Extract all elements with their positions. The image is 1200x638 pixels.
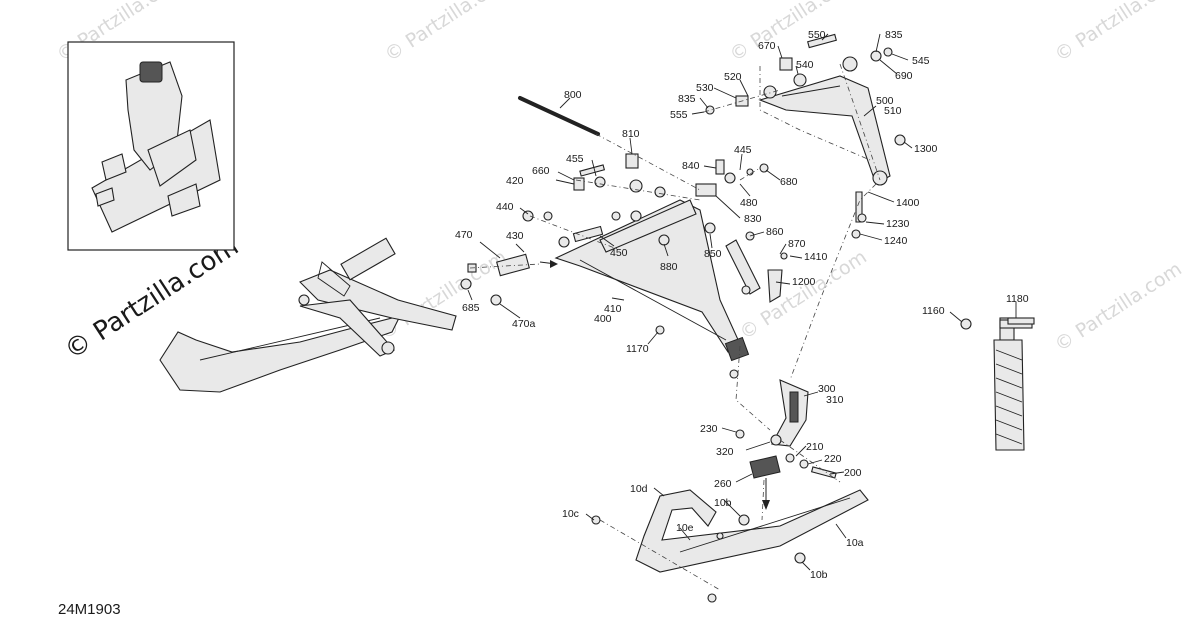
- callout-10d: 10d: [630, 483, 648, 495]
- callout-10b: 10b: [810, 569, 828, 581]
- watermark: © Partzilla.com: [376, 246, 511, 344]
- callout-445: 445: [734, 144, 752, 156]
- watermark: © Partzilla.com: [1051, 258, 1186, 356]
- inset-engine-view: [67, 41, 235, 251]
- watermark: © Partzilla.com: [726, 0, 861, 66]
- leader-lines: [467, 33, 1017, 571]
- callout-1170: 1170: [626, 343, 649, 355]
- callout-550: 550: [808, 29, 826, 41]
- callout-690: 690: [895, 70, 913, 82]
- callout-670: 670: [758, 40, 776, 52]
- spindle: [771, 379, 809, 447]
- callout-220: 220: [824, 453, 842, 465]
- watermark: © Partzilla.com: [381, 0, 516, 66]
- callout-530: 530: [696, 82, 714, 94]
- callout-450: 450: [610, 247, 628, 259]
- callout-320: 320: [716, 446, 734, 458]
- callout-500: 500: [876, 95, 894, 107]
- callout-810: 810: [622, 128, 640, 140]
- callout-10a: 10a: [846, 537, 864, 549]
- callout-850: 850: [704, 248, 722, 260]
- callout-510: 510: [884, 105, 902, 117]
- shock-absorber: [993, 317, 1033, 451]
- callout-860: 860: [766, 226, 784, 238]
- watermark: © Partzilla.com: [1051, 0, 1186, 66]
- callout-labels: 550 835 670 545 690 540 520 530 835 555 …: [455, 29, 1029, 581]
- callout-410: 410: [604, 303, 622, 315]
- callout-870: 870: [788, 238, 806, 250]
- callout-835: 835: [678, 93, 696, 105]
- callout-480: 480: [740, 197, 758, 209]
- callout-1180: 1180: [1006, 293, 1029, 305]
- callout-800: 800: [564, 89, 582, 101]
- callout-260: 260: [714, 478, 732, 490]
- callout-545: 545: [912, 55, 930, 67]
- callout-1400: 1400: [896, 197, 920, 209]
- callout-685: 685: [462, 302, 480, 314]
- callout-10c: 10c: [562, 508, 579, 520]
- callout-300: 300: [818, 383, 836, 395]
- callout-455: 455: [566, 153, 584, 165]
- callout-470a: 470a: [512, 318, 536, 330]
- callout-840: 840: [682, 160, 700, 172]
- callout-420: 420: [506, 175, 524, 187]
- callout-200: 200: [844, 467, 862, 479]
- watermark-main: © Partzilla.com: [59, 231, 244, 365]
- lower-a-arm: [554, 199, 750, 362]
- callout-440: 440: [496, 201, 514, 213]
- diagram-code: 24M1903: [58, 601, 121, 618]
- callout-555: 555: [670, 109, 688, 121]
- callout-1240: 1240: [884, 235, 908, 247]
- callout-210: 210: [806, 441, 824, 453]
- callout-1230: 1230: [886, 218, 910, 230]
- callout-880: 880: [660, 261, 678, 273]
- callout-680: 680: [780, 176, 798, 188]
- callout-540: 540: [796, 59, 814, 71]
- callout-835: 835: [885, 29, 903, 41]
- callout-400: 400: [594, 313, 612, 325]
- callout-10e: 10e: [676, 522, 694, 534]
- callout-660: 660: [532, 165, 550, 177]
- ski: [635, 455, 869, 573]
- upper-a-arm: [758, 75, 891, 186]
- callout-430: 430: [506, 230, 524, 242]
- callout-1410: 1410: [804, 251, 828, 263]
- tie-rod: [518, 96, 600, 136]
- callout-1160: 1160: [922, 305, 945, 317]
- callout-830: 830: [744, 213, 762, 225]
- callout-310: 310: [826, 394, 844, 406]
- callout-520: 520: [724, 71, 742, 83]
- callout-1200: 1200: [792, 276, 816, 288]
- callout-230: 230: [700, 423, 718, 435]
- callout-10b: 10b: [714, 497, 732, 509]
- assembled-suspension-view: [159, 237, 457, 393]
- callout-470: 470: [455, 229, 473, 241]
- callout-1300: 1300: [914, 143, 938, 155]
